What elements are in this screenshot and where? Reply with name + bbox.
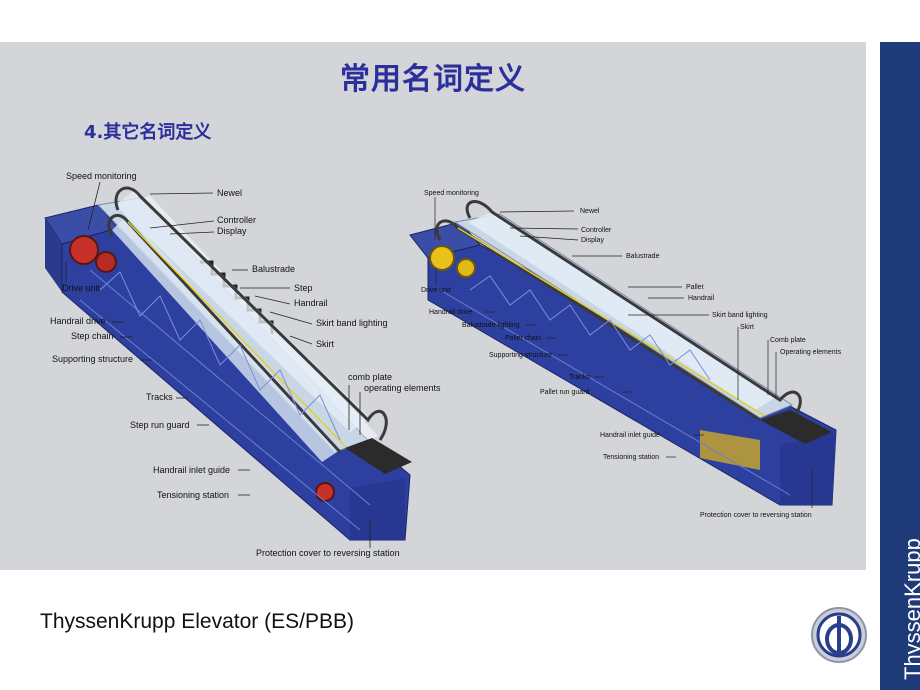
right-label-display: Display bbox=[581, 237, 604, 244]
left-label-controller: Controller bbox=[217, 215, 256, 225]
left-label-drive-unit: Drive unit bbox=[62, 283, 101, 293]
left-label-comb-plate: comb plate bbox=[348, 372, 392, 382]
left-label-protection-cover: Protection cover to reversing station bbox=[256, 548, 400, 558]
left-label-display: Display bbox=[217, 226, 247, 236]
left-label-handrail-drive: Handrail drive bbox=[50, 316, 106, 326]
left-label-step-chain: Step chain bbox=[71, 331, 114, 341]
right-label-operating-elements: Operating elements bbox=[780, 349, 842, 356]
right-label-drive-unit: Drive unit bbox=[421, 287, 451, 294]
right-label-handrail-inlet-guide: Handrail inlet guide bbox=[600, 432, 660, 439]
left-label-skirt: Skirt bbox=[316, 339, 334, 349]
left-escalator-illustration bbox=[45, 188, 412, 540]
left-label-speed-monitoring: Speed monitoring bbox=[66, 171, 137, 181]
right-label-controller: Controller bbox=[581, 227, 612, 234]
right-label-newel: Newel bbox=[580, 208, 600, 215]
left-label-operating-elements: operating elements bbox=[364, 383, 441, 393]
right-label-tracks: Tracks bbox=[569, 374, 590, 381]
right-label-speed-monitoring: Speed monitoring bbox=[424, 190, 479, 197]
left-label-handrail-inlet-guide: Handrail inlet guide bbox=[153, 465, 230, 475]
right-label-tensioning-station: Tensioning station bbox=[603, 454, 659, 461]
right-label-pallet: Pallet bbox=[686, 284, 704, 291]
right-label-supporting-structure: Supporting structure bbox=[489, 352, 552, 359]
right-label-handrail: Handrail bbox=[688, 295, 715, 302]
left-label-step: Step bbox=[294, 283, 313, 293]
thyssenkrupp-logo-icon bbox=[810, 606, 868, 664]
footer-company: ThyssenKrupp Elevator (ES/PBB) bbox=[40, 610, 354, 634]
right-label-skirt-band-lighting: Skirt band lighting bbox=[712, 312, 768, 319]
left-label-balustrade: Balustrade bbox=[252, 264, 295, 274]
left-label-newel: Newel bbox=[217, 188, 242, 198]
left-label-tracks: Tracks bbox=[146, 392, 173, 402]
right-label-protection-cover: Protection cover to reversing station bbox=[700, 512, 812, 519]
left-label-skirt-band-lighting: Skirt band lighting bbox=[316, 318, 388, 328]
right-label-pallet-chain: Pallet chain bbox=[505, 335, 541, 342]
right-label-pallet-run-guard: Pallet run guard bbox=[540, 389, 590, 396]
right-label-comb-plate: Comb plate bbox=[770, 337, 806, 344]
right-label-balustrade: Balustrade bbox=[626, 253, 660, 260]
right-label-handrail-drive: Handrail drive bbox=[429, 309, 472, 316]
left-label-handrail: Handrail bbox=[294, 298, 328, 308]
left-label-tensioning-station: Tensioning station bbox=[157, 490, 229, 500]
right-label-skirt: Skirt bbox=[740, 324, 754, 331]
right-label-balustrade-lighting: Balustrade lighting bbox=[462, 322, 520, 329]
left-label-step-run-guard: Step run guard bbox=[130, 420, 190, 430]
left-label-supporting-structure: Supporting structure bbox=[52, 354, 133, 364]
